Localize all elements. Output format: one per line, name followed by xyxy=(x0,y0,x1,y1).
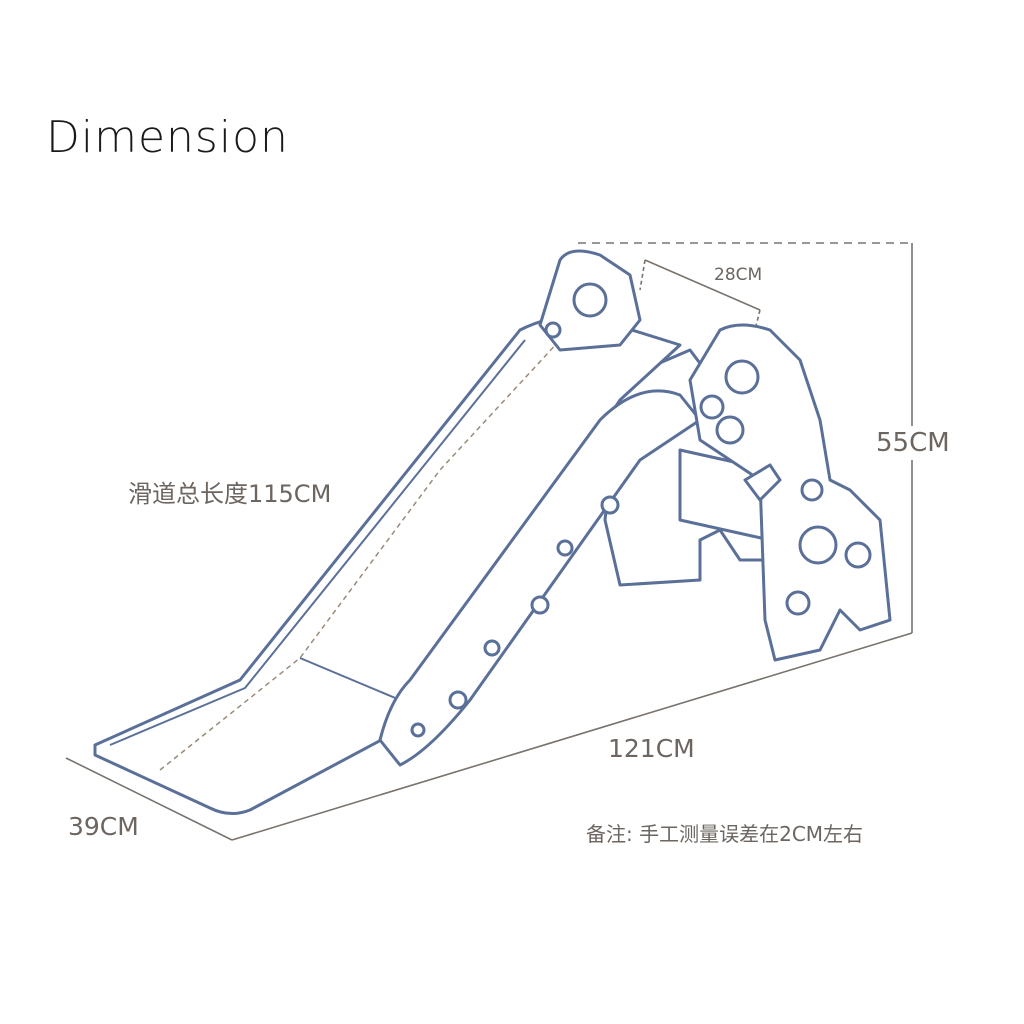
slide-length-label: 滑道总长度115CM xyxy=(128,480,332,508)
measurement-note: 备注: 手工测量误差在2CM左右 xyxy=(586,822,864,846)
width-label: 39CM xyxy=(68,812,139,841)
page-title: Dimension xyxy=(46,112,289,163)
height-label: 55CM xyxy=(876,426,950,460)
top-width-label: 28CM xyxy=(714,265,763,285)
slide-drawing xyxy=(93,249,892,815)
length-label: 121CM xyxy=(608,734,695,763)
